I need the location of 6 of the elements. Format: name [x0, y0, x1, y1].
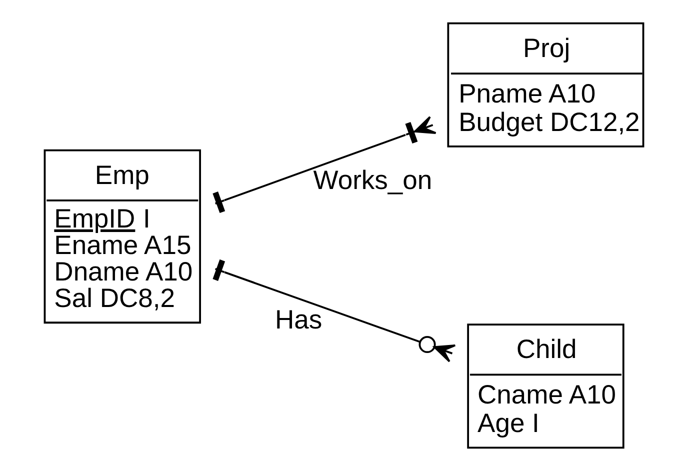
connector [212, 259, 456, 362]
edge-label: Has [275, 304, 322, 334]
connector [212, 116, 437, 214]
node-box: Child Cname A10 Age I [467, 324, 624, 449]
node-box: Emp EmpID I Ename A15 Dname A10 Sal DC8,2 [44, 149, 201, 324]
edge-label: Works_on [313, 164, 432, 195]
